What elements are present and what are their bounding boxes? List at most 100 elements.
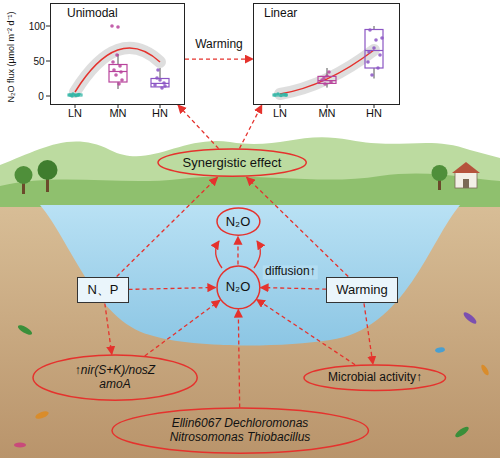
n2o-circle: N₂O: [216, 265, 261, 310]
node-text: N、P: [87, 283, 118, 298]
data-point: [158, 78, 162, 82]
category-label: HN: [152, 107, 168, 119]
text-holder: ↑nir(S+K)/nosZ amoA: [60, 364, 170, 392]
data-point: [329, 80, 333, 84]
node-text: Ellin6067 Dechloromonas Nitrosomonas Thi…: [153, 417, 328, 445]
data-point: [370, 73, 374, 77]
dashed-arrow: [239, 105, 261, 148]
house: [452, 162, 480, 188]
data-point: [155, 76, 159, 80]
edge-label: diffusion↑: [263, 266, 317, 279]
data-point: [119, 70, 123, 74]
lake-water: [40, 205, 460, 345]
sediment: [0, 195, 500, 458]
activity-ellipse: Microbial activity↑: [303, 364, 447, 392]
ellipse-outline: [217, 266, 260, 309]
data-point: [77, 93, 81, 97]
node-text: Microbial activity↑: [328, 371, 422, 385]
data-point: [367, 50, 371, 54]
ellipse-outline: [158, 149, 306, 176]
data-point: [120, 78, 124, 82]
edge-label: Warming: [193, 39, 245, 52]
ellipse-outline: [304, 365, 446, 391]
node-text: Synergistic effect: [183, 156, 282, 171]
plot-right: [253, 3, 400, 108]
dashed-arrow: [117, 177, 218, 276]
dashed-arrow: [257, 299, 355, 364]
dashed-arrow: [238, 309, 239, 407]
text-holder: Warming: [336, 283, 388, 298]
front-hills: [0, 174, 500, 207]
tick-label: 50: [33, 56, 44, 67]
tick-label: 100: [29, 21, 46, 32]
category-label: MN: [318, 107, 335, 119]
data-points: [68, 24, 384, 98]
data-point: [368, 28, 372, 32]
plot-left: [46, 3, 185, 108]
plot-panel: Linear: [253, 3, 400, 105]
factor-box: N、P: [77, 277, 128, 304]
node-text: Linear: [264, 7, 297, 21]
ellipse-outline: [217, 208, 260, 235]
data-point: [325, 74, 329, 78]
category-label: LN: [273, 107, 287, 119]
data-point: [322, 76, 326, 80]
text-holder: N₂O: [226, 215, 251, 230]
data-point: [112, 68, 116, 72]
data-point: [284, 93, 288, 97]
node-text: Unimodal: [67, 7, 118, 21]
data-point: [110, 24, 114, 28]
dashed-arrow: [129, 287, 216, 289]
dashed-arrow: [237, 237, 238, 265]
plot-panel: Unimodal: [50, 3, 185, 105]
bacteria: [14, 311, 490, 448]
axis-title: N₂O flux (μmol m⁻² d⁻¹): [7, 11, 17, 102]
data-point: [111, 60, 115, 64]
dashed-arrow: [105, 303, 112, 354]
data-point: [323, 82, 327, 86]
category-label: HN: [366, 107, 382, 119]
data-point: [117, 82, 121, 86]
data-point: [153, 83, 157, 87]
data-point: [366, 60, 370, 64]
node-text: N₂O: [226, 215, 251, 230]
data-point: [378, 53, 382, 57]
ellipse-outline: [112, 408, 369, 453]
dashed-arrow: [364, 303, 373, 364]
genus-ellipse: Ellin6067 Dechloromonas Nitrosomonas Thi…: [111, 407, 370, 454]
data-point: [376, 66, 380, 70]
text-holder: Linear: [264, 7, 297, 21]
category-label: MN: [109, 107, 126, 119]
text-holder: Ellin6067 Dechloromonas Nitrosomonas Thi…: [153, 417, 328, 445]
ellipse-outline: [33, 355, 197, 400]
tick-label: 0: [38, 91, 44, 102]
data-point: [118, 64, 122, 68]
data-point: [115, 53, 119, 57]
text-holder: Unimodal: [67, 7, 118, 21]
node-text: N₂O: [226, 280, 251, 295]
effect-ellipse: Synergistic effect: [157, 148, 307, 177]
text-holder: N₂O: [226, 280, 251, 295]
data-point: [380, 36, 384, 40]
data-point: [116, 25, 120, 29]
data-point: [76, 93, 80, 97]
text-holder: N、P: [87, 283, 118, 298]
data-point: [163, 84, 167, 88]
data-point: [327, 70, 331, 74]
factor-box: Warming: [326, 277, 398, 304]
data-point: [114, 73, 118, 77]
text-holder: Synergistic effect: [183, 156, 282, 171]
n2o-ellipse: N₂O: [216, 207, 261, 236]
data-point: [160, 86, 164, 90]
dashed-arrow: [247, 177, 349, 276]
data-point: [372, 46, 376, 50]
category-label: LN: [68, 107, 82, 119]
dashed-arrow: [178, 105, 219, 149]
data-point: [156, 68, 160, 72]
dashed-arrow: [260, 288, 326, 290]
data-point: [70, 94, 74, 98]
node-text: ↑nir(S+K)/nosZ amoA: [60, 364, 170, 392]
